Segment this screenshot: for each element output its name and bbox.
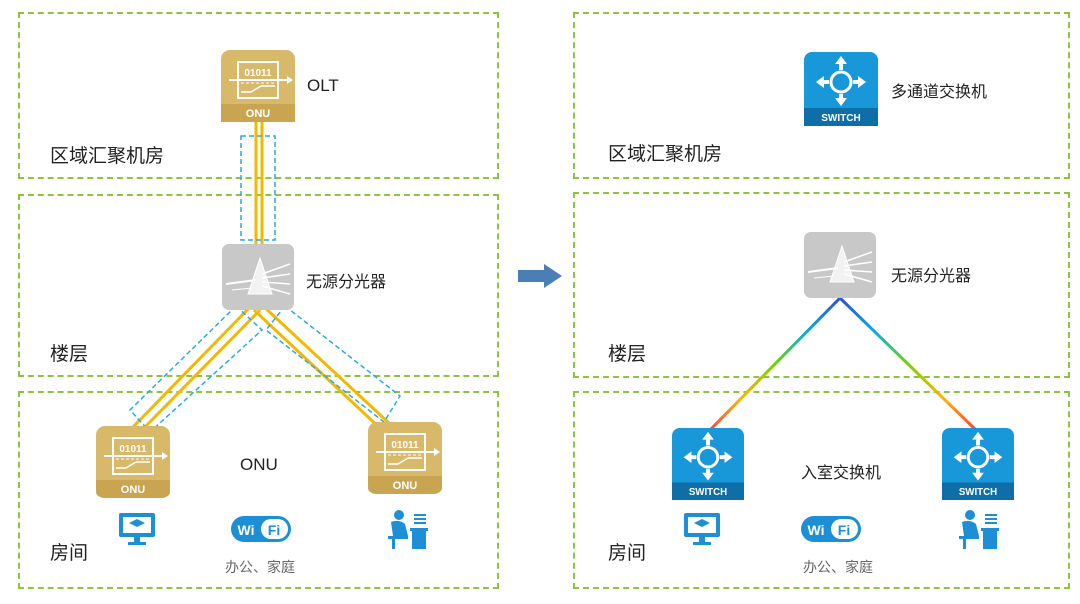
left-monitor-icon — [117, 511, 157, 547]
room-switch-label: 入室交换机 — [801, 463, 882, 482]
switch-right-badge-text: SWITCH — [959, 487, 997, 498]
right-zone-aggregation-room — [573, 12, 1070, 179]
switch-icon: SWITCH — [804, 52, 878, 126]
onu-left-badge-text: ONU — [121, 484, 146, 496]
onu-right-device: 01011 ONU — [368, 422, 442, 494]
transition-arrow-icon — [518, 264, 562, 288]
right-zone-room — [573, 391, 1070, 589]
left-wifi-icon: Wi Fi — [231, 514, 291, 544]
olt-device: 01011 ONU — [221, 50, 295, 122]
splitter-icon — [222, 244, 294, 310]
switch-icon: SWITCH — [942, 428, 1014, 500]
splitter-onu-left-fiber — [128, 303, 264, 434]
olt-bits-text: 01011 — [244, 68, 272, 79]
right-zone-aggregation-label: 区域汇聚机房 — [608, 143, 723, 165]
svg-text:Wi: Wi — [808, 522, 825, 538]
onu-right-bits-text: 01011 — [391, 440, 419, 451]
left-zone-aggregation-room — [18, 12, 499, 179]
onu-icon: 01011 ONU — [368, 422, 442, 494]
onu-right-badge-text: ONU — [393, 480, 418, 492]
onu-label: ONU — [240, 455, 278, 474]
left-zone-floor — [18, 194, 499, 377]
left-zone-floor-label: 楼层 — [50, 343, 89, 365]
switch-top-label: 多通道交换机 — [891, 82, 988, 101]
switch-icon: SWITCH — [672, 428, 744, 500]
splitter-onu-right-fiber — [252, 303, 401, 432]
switch-room-right-device: SWITCH — [942, 428, 1014, 500]
olt-label: OLT — [307, 76, 339, 95]
right-office-worker-icon — [955, 508, 1001, 550]
onu-icon: 01011 ONU — [96, 426, 170, 498]
olt-badge-text: ONU — [246, 108, 271, 120]
right-zone-floor-label: 楼层 — [608, 343, 647, 365]
right-zone-floor — [573, 192, 1070, 378]
onu-left-device: 01011 ONU — [96, 426, 170, 498]
olt-device-icon: 01011 ONU — [221, 50, 295, 122]
right-monitor-icon — [682, 511, 722, 547]
svg-text:Fi: Fi — [268, 522, 280, 538]
right-wifi-icon: Wi Fi — [801, 514, 861, 544]
splitter-switch-left-link — [706, 296, 842, 434]
olt-splitter-fiber — [240, 120, 276, 245]
left-zone-room-label: 房间 — [50, 542, 89, 564]
onu-left-bits-text: 01011 — [119, 444, 147, 455]
switch-left-badge-text: SWITCH — [689, 487, 727, 498]
left-splitter-device — [222, 244, 294, 310]
left-zone-aggregation-label: 区域汇聚机房 — [50, 145, 165, 167]
left-zone-room — [18, 391, 499, 589]
left-bottom-caption: 办公、家庭 — [225, 560, 295, 576]
right-splitter-device — [804, 232, 876, 298]
right-splitter-label: 无源分光器 — [891, 266, 972, 285]
switch-top-badge-text: SWITCH — [821, 113, 860, 124]
right-bottom-caption: 办公、家庭 — [803, 560, 873, 576]
left-office-worker-icon — [384, 508, 430, 550]
splitter-switch-right-link — [838, 296, 980, 434]
switch-room-left-device: SWITCH — [672, 428, 744, 500]
splitter-icon — [804, 232, 876, 298]
svg-text:Fi: Fi — [838, 522, 850, 538]
right-zone-room-label: 房间 — [608, 542, 647, 564]
svg-text:Wi: Wi — [238, 522, 255, 538]
switch-top-device: SWITCH — [804, 52, 878, 126]
left-splitter-label: 无源分光器 — [306, 272, 387, 291]
